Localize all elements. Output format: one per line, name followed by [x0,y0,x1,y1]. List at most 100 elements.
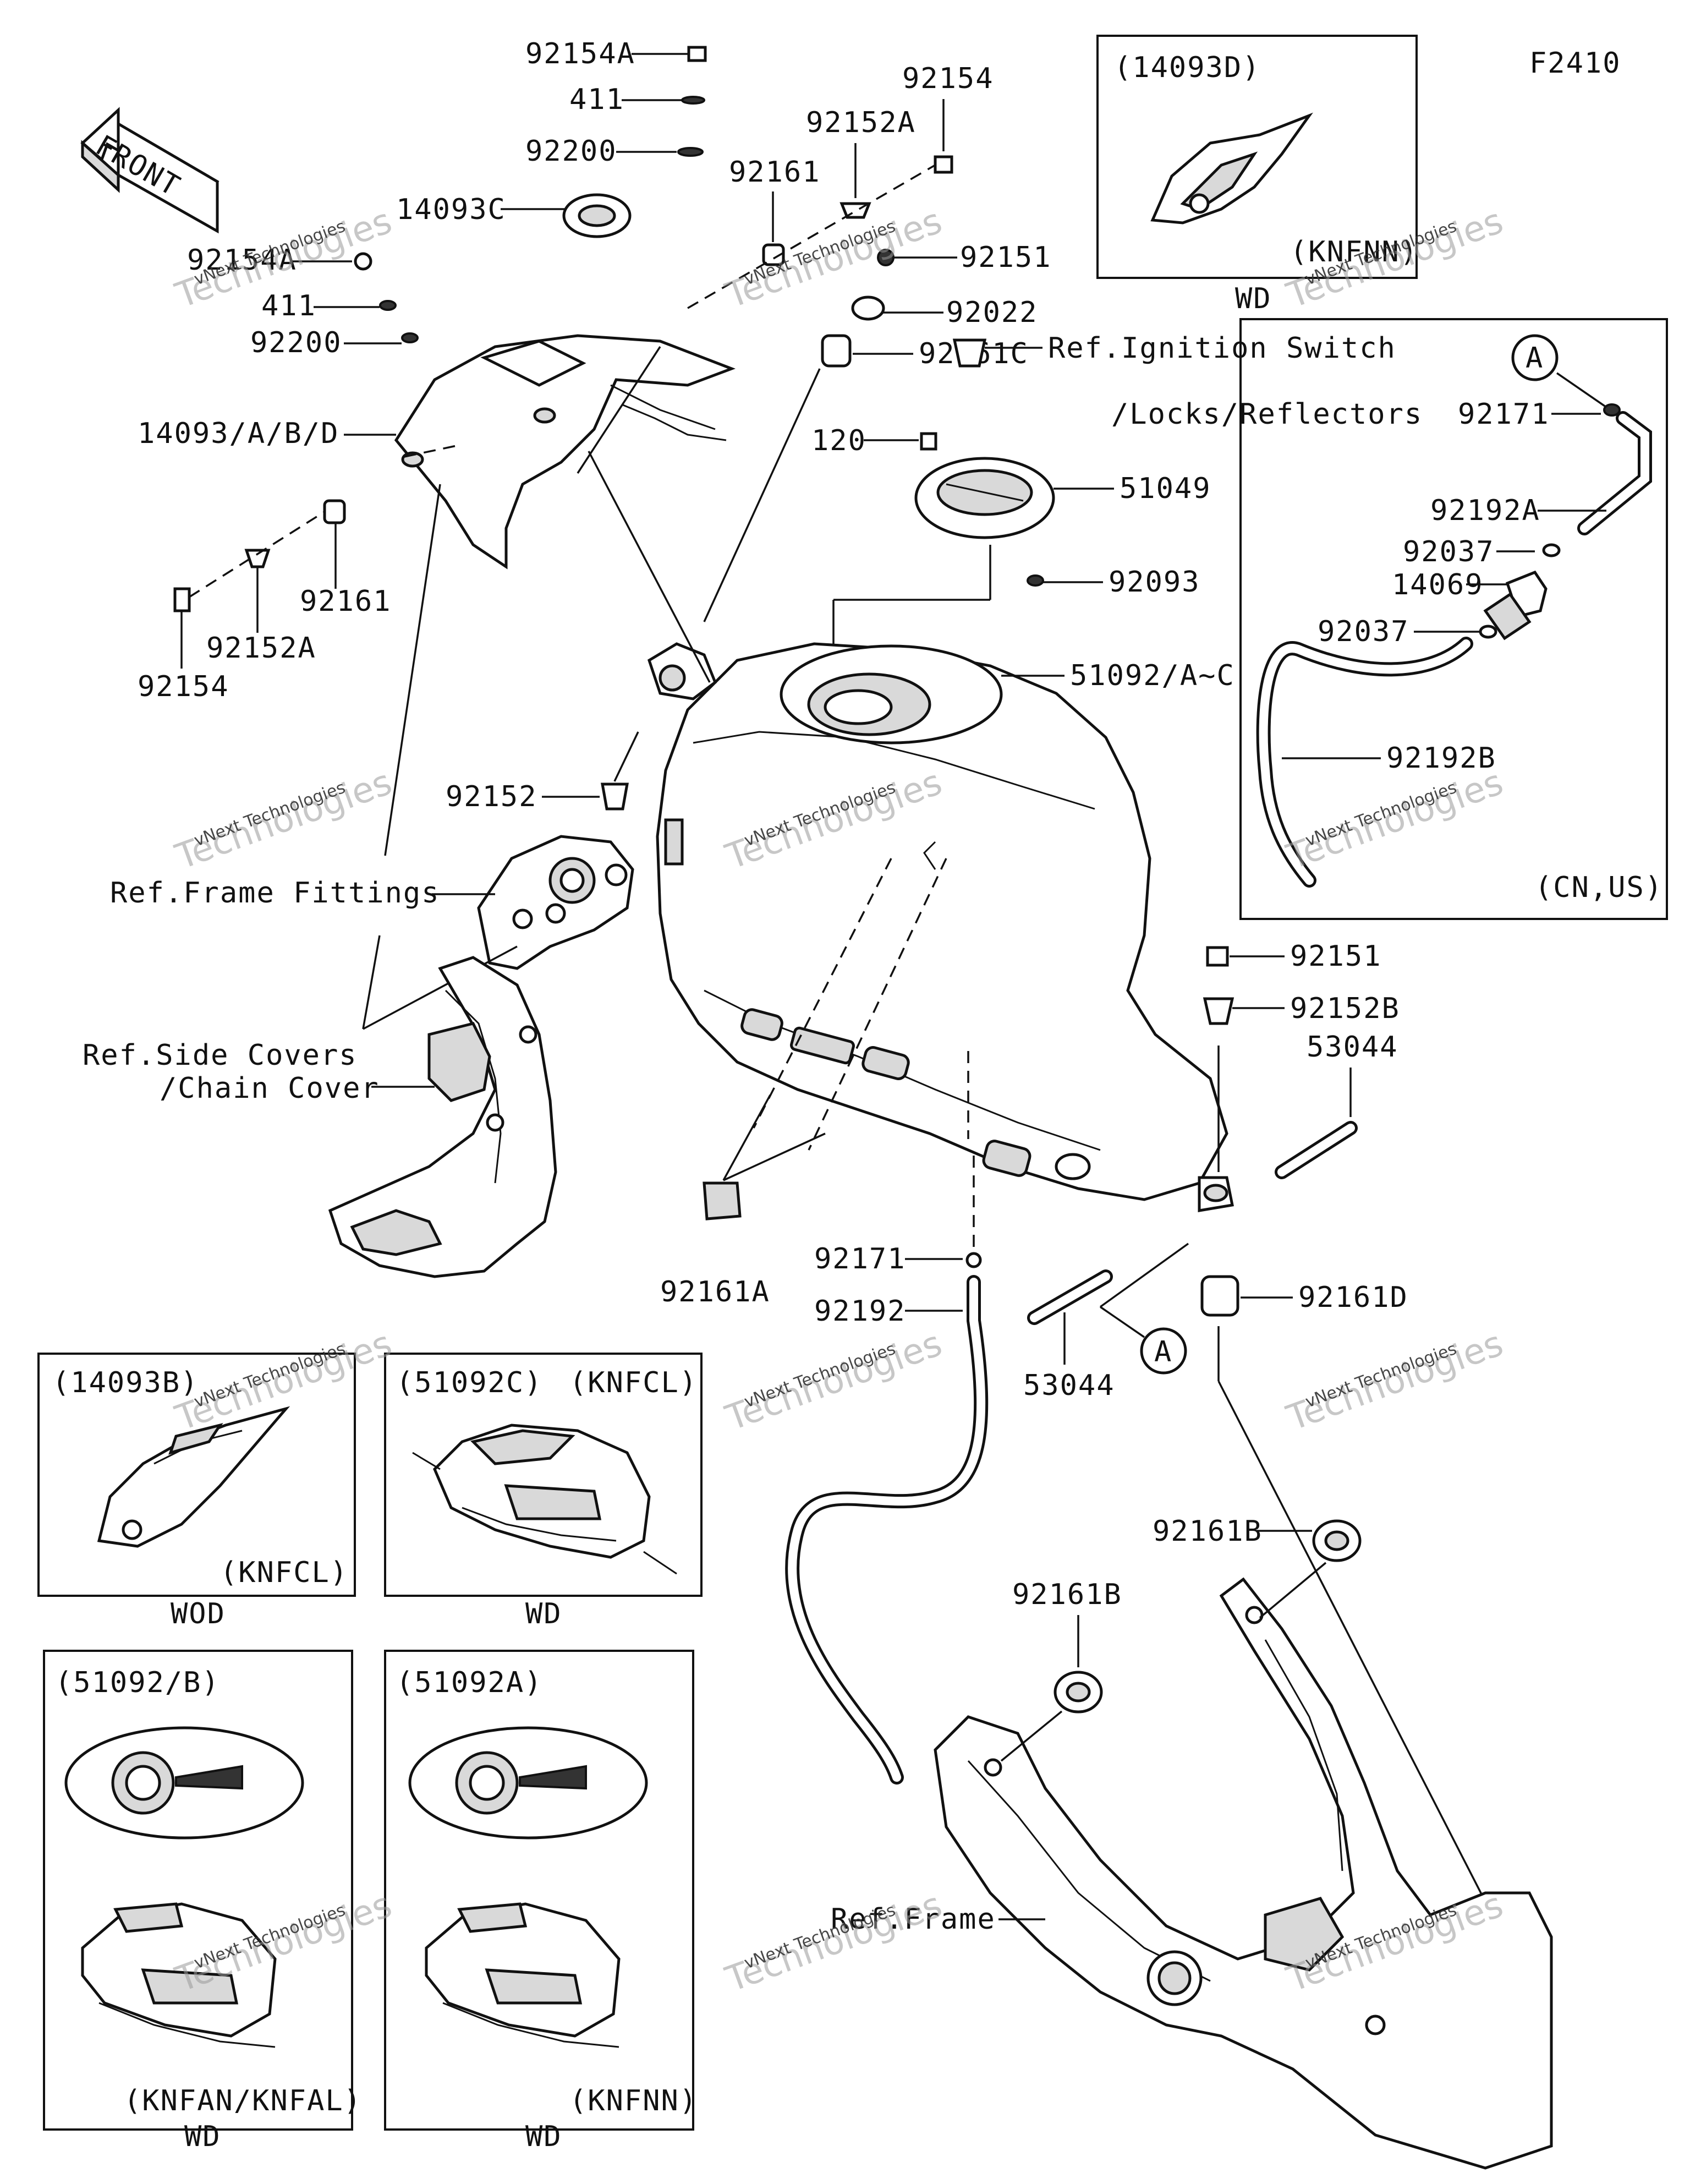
svg-text:(CN,US): (CN,US) [1535,871,1663,904]
inset-canus-hose-kit: A 92171 92192A 92037 14069 92037 92192B … [1239,318,1668,920]
svg-text:92192B: 92192B [1386,742,1496,775]
svg-text:92154A: 92154A [187,244,297,277]
svg-text:92022: 92022 [946,296,1038,329]
svg-text:Technologies: Technologies [170,1323,397,1439]
callout-ref-A-bottom[interactable]: A [1099,1242,1189,1375]
svg-text:92152A: 92152A [206,632,316,665]
callout-92161C[interactable]: 92161C [821,334,1029,370]
svg-text:92171: 92171 [814,1242,906,1276]
callout-92151-top[interactable]: 92151 [877,241,1052,274]
callout-53044-bottom[interactable]: 53044 [1023,1269,1115,1402]
svg-text:92154: 92154 [902,62,994,95]
leader-fittings-to-fairing [384,484,441,856]
svg-text:92152: 92152 [446,780,537,813]
svg-text:92161B: 92161B [1153,1515,1263,1548]
leader-side-covers [362,935,381,1030]
svg-text:411: 411 [261,289,316,322]
svg-text:(KNFNN): (KNFNN) [1290,236,1418,269]
svg-text:92093: 92093 [1109,566,1200,599]
svg-text:Ref.Frame: Ref.Frame [831,1903,996,1936]
callout-92161-left[interactable]: 92161 [300,499,392,618]
callout-120[interactable]: 120 [811,424,937,457]
svg-text:Ref.Frame Fittings: Ref.Frame Fittings [110,877,440,910]
callout-92200-top[interactable]: 92200 [525,135,704,168]
callout-92192[interactable]: 92192 [814,1295,963,1328]
svg-text:Technologies: Technologies [1281,762,1508,878]
svg-text:51049: 51049 [1120,472,1211,505]
callout-92161B-mid[interactable]: 92161B [1000,1578,1122,1762]
svg-text:(KNFCL): (KNFCL) [220,1556,348,1589]
leader-fairing-to-tank [588,451,711,683]
svg-text:411: 411 [569,83,624,116]
svg-text:(14093B): (14093B) [52,1366,199,1399]
svg-text:A: A [1526,342,1544,375]
callout-92200-left[interactable]: 92200 [250,326,419,359]
svg-text:92154: 92154 [138,670,229,703]
svg-text:120: 120 [811,424,866,457]
svg-text:51092/A~C: 51092/A~C [1070,659,1235,692]
svg-text:/Chain Cover: /Chain Cover [160,1072,380,1105]
callout-14093[interactable]: 14093/A/B/D [138,417,396,450]
side-fairing-shape [394,334,736,570]
callout-92154-top[interactable]: 92154 [902,62,994,174]
frame-fittings-bracket [477,835,634,970]
callout-411-top[interactable]: 411 [569,83,705,116]
callout-92152A-top[interactable]: 92152A [806,106,916,219]
svg-text:92154A: 92154A [525,37,635,70]
callout-53044-right[interactable]: 53044 [1275,1031,1398,1179]
svg-text:WD: WD [525,1597,562,1630]
callout-92152B[interactable]: 92152B [1203,992,1400,1172]
svg-text:WD: WD [184,2120,221,2153]
svg-text:92037: 92037 [1318,615,1409,648]
callout-ref-frame[interactable]: Ref.Frame [831,1903,1045,1936]
svg-text:92192: 92192 [814,1295,906,1328]
callout-92022[interactable]: 92022 [851,295,1038,329]
inset-51092A: (51092A) (KNFNN) WD [384,1650,698,2153]
svg-text:92192A: 92192A [1430,494,1540,527]
callout-92154A-left[interactable]: 92154A [187,244,372,277]
svg-text:92161: 92161 [729,156,821,189]
svg-text:(KNFCL): (KNFCL) [569,1366,698,1399]
svg-text:92161D: 92161D [1298,1281,1408,1314]
svg-text:Technologies: Technologies [170,762,397,878]
callout-51092[interactable]: 51092/A~C [1001,659,1235,692]
svg-text:(51092C): (51092C) [396,1366,542,1399]
callout-92161A[interactable]: 92161A [660,1094,826,1309]
svg-text:WD: WD [525,2120,562,2153]
svg-text:Ref.Ignition Switch: Ref.Ignition Switch [1048,332,1396,365]
svg-text:Technologies: Technologies [720,201,947,316]
callout-92171-main[interactable]: 92171 [814,1051,982,1276]
leader-14093C-to-fairing [577,346,661,474]
svg-text:53044: 53044 [1023,1369,1115,1402]
callout-92152A-left[interactable]: 92152A [206,549,316,665]
svg-text:92152A: 92152A [806,106,916,139]
svg-text:92200: 92200 [250,326,342,359]
callout-ref-side-covers[interactable]: Ref.Side Covers /Chain Cover [83,1039,435,1105]
callout-92161-top[interactable]: 92161 [687,156,936,309]
inset-14093D: (14093D) (KNFNN) WD [1096,35,1418,315]
callout-51049[interactable]: 51049 [914,457,1211,539]
callout-92161B-right[interactable]: 92161B [1153,1515,1362,1619]
frame-shape [934,1577,1553,2170]
callout-92151-right[interactable]: 92151 [1206,940,1382,973]
svg-text:92152B: 92152B [1290,992,1400,1025]
callout-411-left[interactable]: 411 [261,289,397,322]
callout-92152[interactable]: 92152 [446,731,639,813]
leader-side-covers-2 [363,945,518,1030]
callout-ref-frame-fittings[interactable]: Ref.Frame Fittings [110,877,495,910]
svg-text:92161A: 92161A [660,1276,770,1309]
svg-text:(KNFNN): (KNFNN) [569,2084,698,2117]
callout-92093[interactable]: 92093 [832,545,1200,660]
svg-text:A: A [1154,1335,1172,1369]
svg-text:WD: WD [1235,282,1272,315]
callout-ref-ignition[interactable]: Ref.Ignition Switch /Locks/Reflectors [952,332,1423,431]
front-arrow-icon: FRONT [80,107,220,234]
drain-hose-92192 [785,1275,989,1785]
callout-14093C[interactable]: 14093C [396,193,632,238]
callout-92154-left[interactable]: 92154 [138,511,325,703]
svg-text:14093C: 14093C [396,193,506,226]
callout-92154A-top[interactable]: 92154A [525,37,707,70]
svg-text:Technologies: Technologies [720,1323,947,1439]
inset-51092C: (51092C) (KNFCL) WD [384,1353,703,1630]
svg-text:92037: 92037 [1403,535,1495,568]
